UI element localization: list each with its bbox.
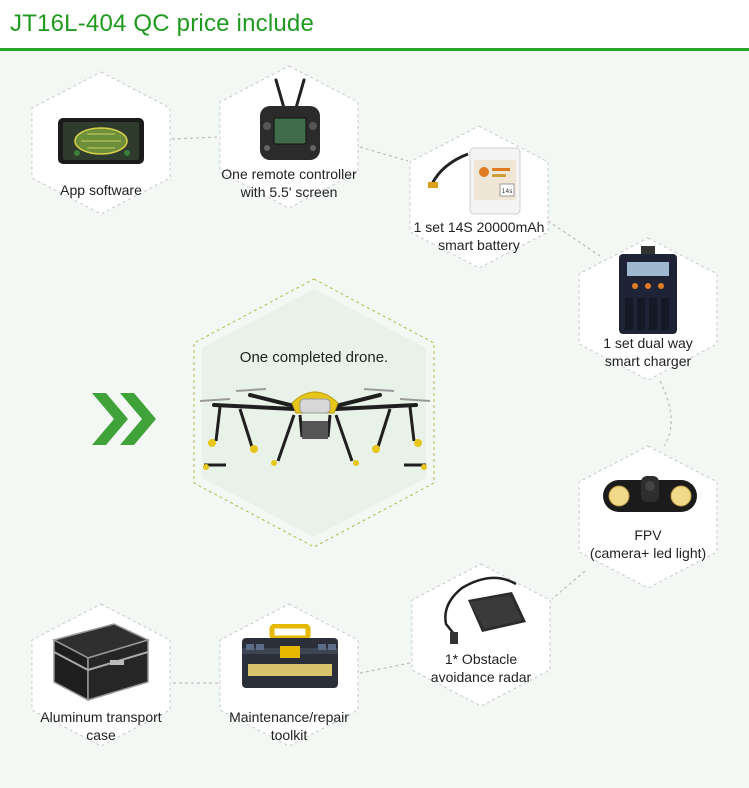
- item-repair-toolkit: Maintenance/repair toolkit: [218, 602, 360, 748]
- item-fpv-camera: FPV (camera+ led light): [577, 444, 719, 590]
- item-obstacle-radar: 1* Obstacle avoidance radar: [410, 562, 552, 708]
- battery-badge: 14s: [502, 188, 513, 195]
- battery-icon: 14s: [428, 147, 521, 215]
- remote-controller-icon: [260, 78, 320, 160]
- item-app-software: App software: [30, 70, 172, 216]
- radar-icon: [444, 576, 526, 644]
- item-label: case: [86, 727, 116, 743]
- chevron-right-icon: [92, 393, 156, 445]
- item-label: 1 set 14S 20000mAh: [413, 219, 545, 235]
- fpv-camera-icon: [603, 476, 697, 512]
- item-label: toolkit: [270, 727, 308, 743]
- item-label: Aluminum transport: [40, 709, 162, 725]
- header-bar: JT16L-404 QC price include: [0, 0, 749, 51]
- item-label: FPV: [634, 527, 662, 543]
- item-label: smart battery: [438, 237, 520, 253]
- item-label: avoidance radar: [430, 669, 532, 685]
- toolbox-icon: [242, 624, 338, 688]
- item-remote-controller: One remote controller with 5.5' screen: [218, 64, 360, 210]
- transport-case-icon: [51, 623, 151, 702]
- item-label: App software: [60, 182, 142, 198]
- item-label: smart charger: [604, 353, 692, 369]
- tablet-app-icon: [58, 118, 144, 164]
- drone-icon: [200, 388, 430, 470]
- item-label: Maintenance/repair: [229, 709, 349, 725]
- product-diagram: App software One remote controller with …: [0, 51, 749, 788]
- item-label: 1 set dual way: [603, 335, 693, 351]
- page-title: JT16L-404 QC price include: [10, 10, 315, 37]
- item-smart-battery: 14s 1 set 14S 20000mAh smart battery: [408, 124, 550, 270]
- center-title: One completed drone.: [239, 349, 389, 366]
- item-label: 1* Obstacle: [444, 651, 518, 667]
- charger-icon: [619, 246, 677, 334]
- item-label: One remote controller: [221, 166, 357, 182]
- item-transport-case: Aluminum transport case: [30, 602, 172, 748]
- item-label: (camera+ led light): [589, 545, 707, 561]
- item-label: with 5.5' screen: [240, 184, 338, 200]
- connector-lines: [171, 136, 672, 684]
- item-completed-drone: One completed drone.: [192, 277, 436, 549]
- item-smart-charger: 1 set dual way smart charger: [577, 236, 719, 382]
